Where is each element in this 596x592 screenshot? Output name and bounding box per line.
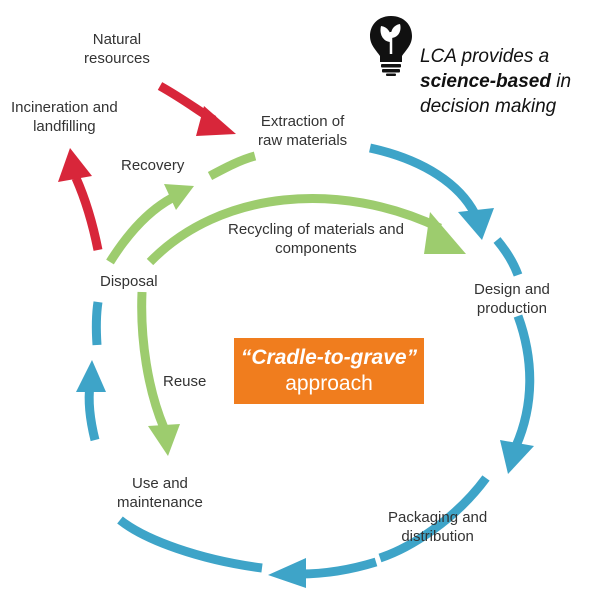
cycle-arrowhead-packaging: [500, 440, 534, 474]
cycle-arrow-use-bottom-left: [117, 516, 263, 573]
cycle-arrow-disposal-dash: [91, 301, 103, 346]
recycling-arrow: [146, 194, 442, 266]
cycle-arrow-use-to-disposal: [84, 384, 100, 442]
cycle-arrow-packaging-tail: [299, 557, 378, 579]
label-disposal: Disposal: [100, 273, 158, 290]
cycle-arrow-design-to-packaging: [511, 314, 535, 448]
label-recovery: Recovery: [121, 157, 185, 174]
natural-resources-arrowhead: [196, 106, 236, 136]
recycling-arrowhead: [424, 212, 466, 254]
cycle-arrowhead-disposal: [76, 360, 106, 392]
tagline-line3: decision making: [420, 96, 557, 117]
tagline-line2: science-based in: [420, 69, 571, 94]
recovery-arrowhead: [164, 184, 194, 210]
label-natural-resources: Natural resources: [84, 31, 150, 67]
center-box-bg: [234, 338, 424, 404]
label-design: Design and production: [474, 281, 550, 317]
label-incineration: Incineration and landfilling: [11, 99, 118, 135]
label-packaging: Packaging and distribution: [388, 509, 488, 545]
label-use: Use and maintenance: [117, 475, 203, 511]
lightbulb-leaf-icon: [370, 16, 412, 76]
cycle-arrowhead-design: [458, 208, 494, 240]
recovery-arrow-dash: [207, 151, 257, 180]
reuse-arrowhead: [148, 424, 180, 456]
label-extraction: Extraction of raw materials: [258, 113, 348, 149]
cycle-arrow-packaging-to-use: [378, 475, 490, 563]
cycle-arrowhead-use-bottom: [268, 558, 306, 588]
tagline-bold: science-based: [420, 71, 551, 92]
incineration-arrow: [71, 176, 103, 251]
center-title: “Cradle-to-grave”: [240, 346, 418, 369]
label-reuse: Reuse: [163, 373, 207, 390]
incineration-arrowhead: [58, 148, 92, 182]
tagline-line2-rest: in: [550, 71, 572, 92]
center-subtitle: approach: [285, 372, 373, 395]
cycle-arrow-extraction-to-design: [369, 143, 479, 217]
tagline-line1: LCA provides a: [420, 46, 550, 67]
reuse-arrow: [137, 291, 169, 430]
cradle-to-grave-box: “Cradle-to-grave” approach: [234, 338, 424, 404]
recovery-arrow: [106, 194, 175, 265]
cycle-arrow-design-top-dash: [493, 237, 523, 277]
label-recycling: Recycling of materials and components: [228, 221, 404, 257]
lca-tagline: LCA provides a science-based in decision…: [420, 44, 571, 119]
